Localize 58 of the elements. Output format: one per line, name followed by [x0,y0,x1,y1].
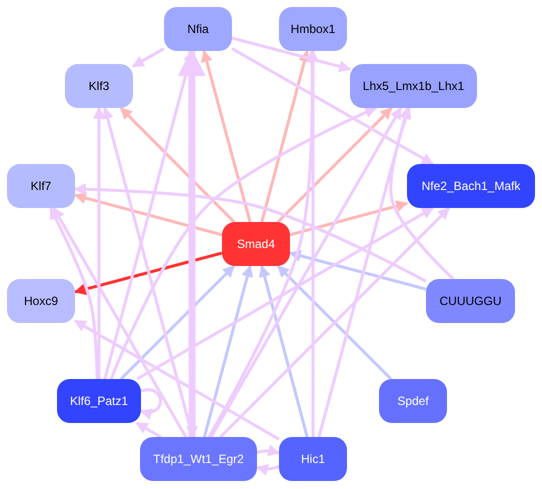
gene-node [222,222,290,266]
arrow [307,50,319,437]
gene-node [7,164,75,208]
arrow [260,50,310,222]
arrow [136,422,162,438]
arrow [140,388,162,419]
arrow [120,106,236,224]
node-label: CUUUGGU [440,294,502,308]
arrow [120,264,236,380]
arrow [202,264,254,438]
arrow [210,106,402,438]
node-label: Hmbox1 [290,22,336,36]
node-label: Spdef [397,394,429,408]
arrow [256,444,280,456]
gene-node [350,64,477,108]
node-label: Hoxc9 [24,294,58,308]
arrow [232,36,352,72]
arrow [200,50,252,222]
arrow [231,47,434,166]
arrow [74,192,222,236]
arrow [74,319,280,441]
gene-node [426,279,515,323]
arrow [49,206,99,380]
node-label: Klf6_Patz1 [70,394,128,408]
arrow [178,48,206,437]
gene-node [7,279,75,323]
node-label: Nfia [187,22,209,36]
node-label: Klf3 [88,79,110,93]
arrow [110,106,377,380]
arrow [136,206,434,380]
arrow [258,264,309,438]
arrow [389,106,454,280]
arrow [132,47,165,68]
gene-node [279,437,347,481]
arrow [74,183,427,283]
gene-node [407,164,535,208]
node-label: Klf7 [30,179,52,193]
arrow [276,106,393,224]
arrow [52,206,188,438]
gene-node [140,437,257,481]
arrow [256,464,280,476]
node-label: Nfe2_Bach1_Mafk [422,179,520,193]
node-label: Tfdp1_Wt1_Egr2 [153,452,244,466]
arrow [290,200,408,236]
arrow [93,106,105,379]
arrow [288,250,426,291]
gene-node [65,64,133,108]
arrow [317,106,411,438]
node-label: Hic1 [300,452,325,466]
gene-node [379,379,447,423]
node-label: Smad4 [236,237,276,251]
arrow [276,264,392,380]
gene-node [279,7,347,51]
gene-node [164,7,232,51]
gene-node [57,379,141,423]
arrow [219,206,450,438]
node-label: Lhx5_Lmx1b_Lhx1 [362,79,464,93]
arrow [74,252,222,296]
